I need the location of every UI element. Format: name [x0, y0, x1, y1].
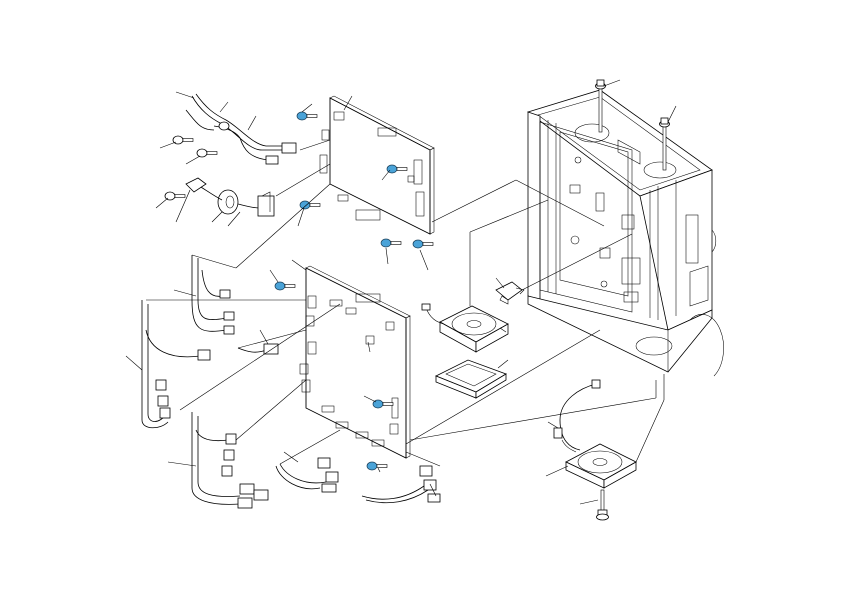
- ferrite-core: [195, 183, 275, 217]
- screw-icons: [274, 111, 434, 471]
- screw-icon: [296, 111, 318, 121]
- center-harness: [275, 457, 339, 493]
- frame-screw-2: [659, 117, 670, 171]
- lower-fan-screw: [596, 489, 609, 521]
- frame-chassis: [527, 89, 724, 377]
- cooling-fan-lower: [553, 379, 637, 489]
- screw-icon: [196, 148, 218, 158]
- screw-icon: [172, 135, 194, 145]
- screw-icon: [366, 461, 388, 471]
- screw-icon: [299, 200, 321, 210]
- upper-control-board: [319, 95, 435, 235]
- right-harness: [361, 465, 441, 504]
- screw-icon: [164, 191, 186, 201]
- screw-icon: [380, 238, 402, 248]
- leader-lines: [125, 91, 665, 505]
- upper-harness: [185, 93, 297, 165]
- lower-control-board: [299, 265, 411, 459]
- left-harness-group-b: [141, 300, 211, 429]
- fan-bracket: [435, 359, 507, 399]
- left-harness-group-a: [191, 255, 235, 335]
- bottom-harness-group: [191, 412, 269, 509]
- screw-icon: [412, 239, 434, 249]
- cooling-fan-upper: [421, 303, 509, 353]
- sensor-bracket: [495, 281, 525, 305]
- screw-icon: [274, 281, 296, 291]
- plain-screws: [164, 135, 218, 201]
- small-connector: [237, 343, 279, 355]
- frame-screw-1: [595, 79, 606, 133]
